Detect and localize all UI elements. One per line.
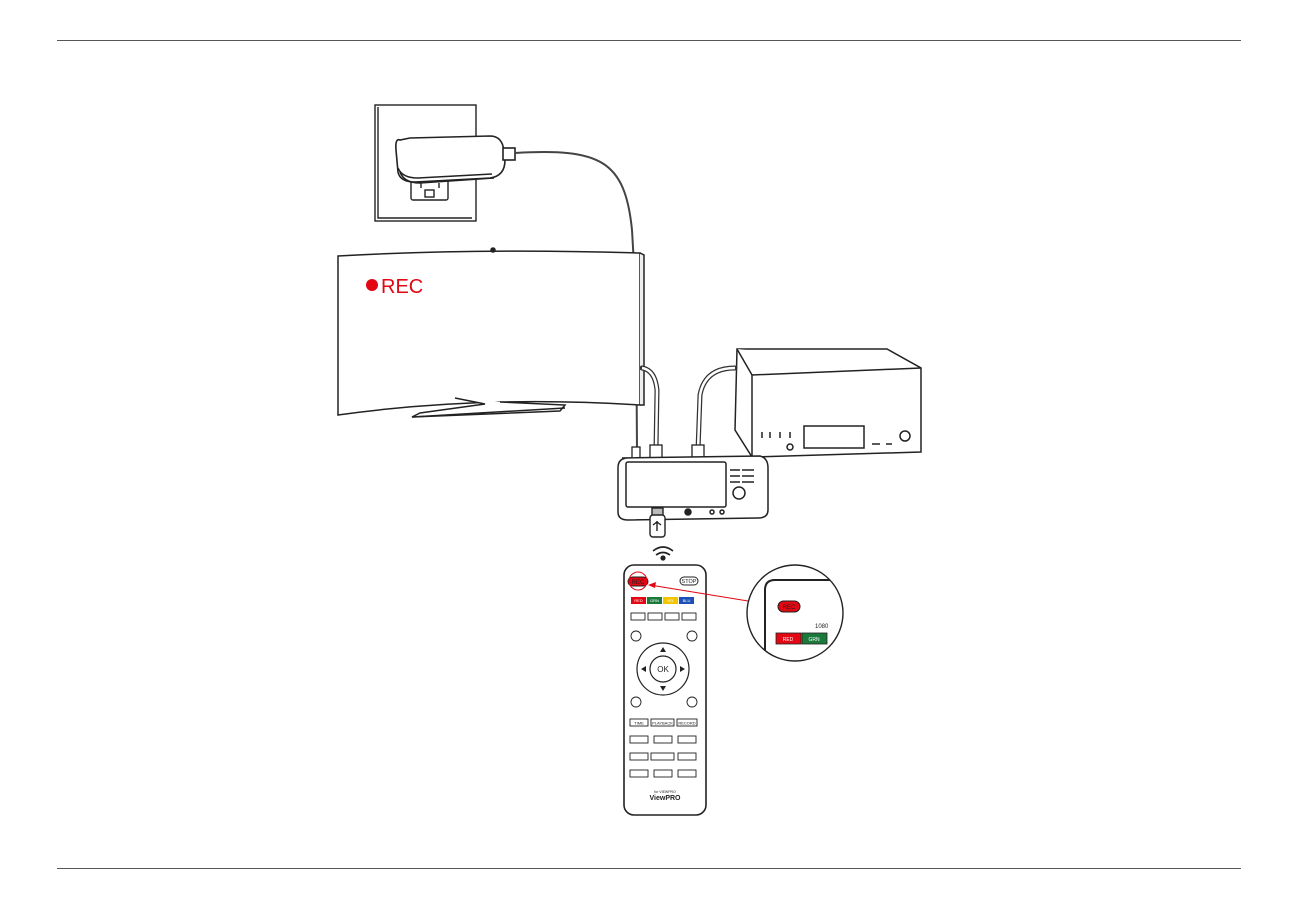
svg-text:BLU: BLU bbox=[683, 598, 691, 603]
curved-tv bbox=[338, 248, 644, 417]
zoom-magnifier: REC 1080 RED GRN bbox=[747, 565, 860, 670]
svg-text:REC: REC bbox=[632, 580, 645, 586]
mode-buttons[interactable]: TIME PLAYBACK RECORD bbox=[630, 719, 697, 726]
rec-label: REC bbox=[381, 276, 423, 298]
svg-text:RED: RED bbox=[783, 637, 794, 643]
power-adapter bbox=[396, 136, 515, 183]
rec-button[interactable]: REC bbox=[628, 577, 648, 586]
inset-resolution: 1080 bbox=[815, 624, 829, 630]
source-box bbox=[735, 349, 921, 457]
video-recorder bbox=[618, 456, 768, 520]
svg-text:GRN: GRN bbox=[650, 598, 659, 603]
remote-control: REC STOP RED GRN YEL BLU OK TIME PLAYBAC… bbox=[624, 565, 706, 815]
svg-text:PLAYBACK: PLAYBACK bbox=[652, 721, 673, 726]
stop-button[interactable]: STOP bbox=[680, 577, 698, 585]
usb-stick bbox=[650, 508, 665, 537]
rec-dot-icon bbox=[366, 279, 378, 291]
svg-text:TIME: TIME bbox=[634, 721, 644, 726]
svg-text:YEL: YEL bbox=[667, 598, 675, 603]
remote-brand: ViewPRO bbox=[650, 795, 682, 802]
dpad[interactable]: OK bbox=[637, 643, 689, 695]
svg-text:RED: RED bbox=[634, 598, 643, 603]
inset-rec-label: REC bbox=[783, 605, 796, 611]
svg-text:GRN: GRN bbox=[808, 637, 820, 643]
ok-button: OK bbox=[657, 665, 669, 674]
wifi-icon bbox=[653, 547, 673, 560]
remote-brand-small: for VIEWPRO bbox=[654, 790, 676, 794]
svg-text:RECORD: RECORD bbox=[678, 721, 695, 726]
svg-text:STOP: STOP bbox=[682, 579, 697, 585]
